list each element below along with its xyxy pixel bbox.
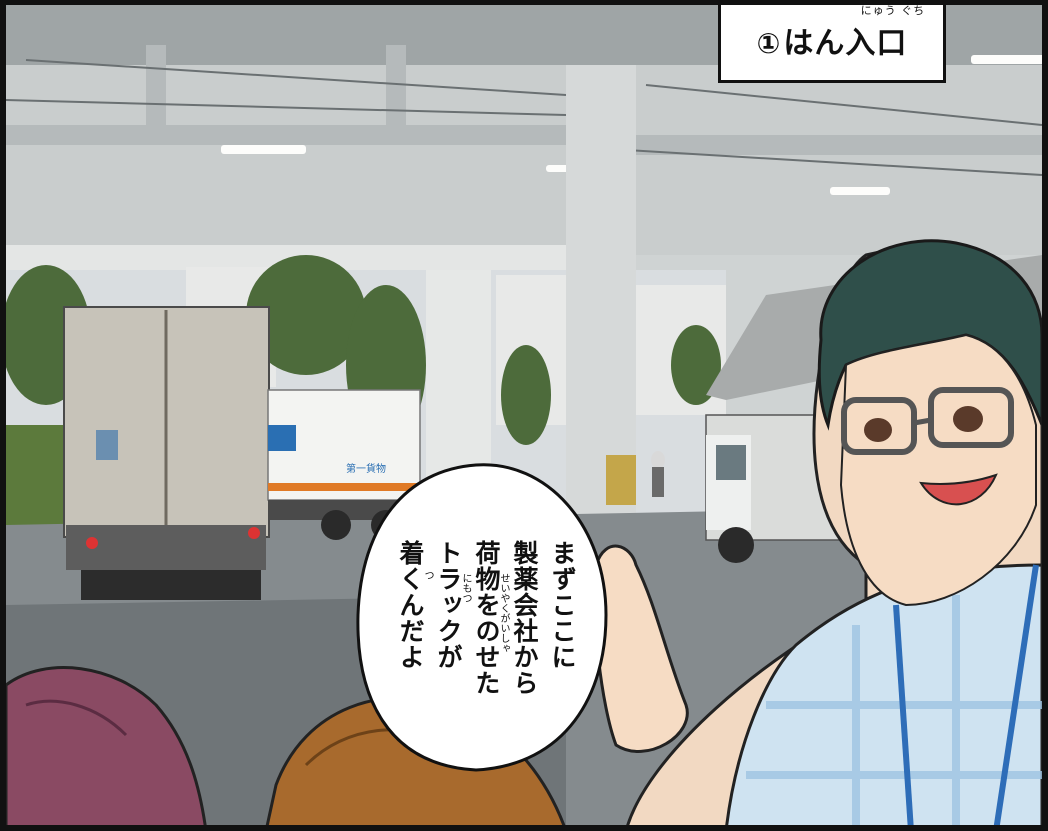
title: ① はん入口 にゅう ぐち bbox=[756, 5, 925, 62]
title-text: はん入口 bbox=[783, 25, 908, 61]
truck-logo-text: 第一貨物 bbox=[346, 462, 386, 475]
speech-text: まずここに 製薬会社から 荷物をのせた トラックが 着くんだよ bbox=[391, 540, 581, 755]
ceiling-lights bbox=[221, 55, 1042, 195]
title-number: ① bbox=[756, 26, 782, 60]
ruby-nimotsu: にもつ bbox=[460, 573, 471, 603]
speech-line-3: 荷物をのせた bbox=[472, 540, 501, 696]
title-box: ① はん入口 にゅう ぐち bbox=[718, 5, 946, 83]
speech-line-2: 製薬会社から bbox=[510, 540, 539, 696]
child-head-left bbox=[6, 666, 207, 825]
truck-rear bbox=[63, 306, 270, 600]
speech-bubble bbox=[356, 463, 608, 772]
speech-line-5: 着くんだよ bbox=[396, 540, 425, 670]
title-ruby: にゅう ぐち bbox=[860, 3, 926, 17]
ruby-seiyakugaisha: せいやくがいしゃ bbox=[498, 573, 509, 653]
staff-character bbox=[593, 239, 1042, 825]
ruby-tsu: つ bbox=[422, 570, 433, 580]
speech-line-1: まずここに bbox=[548, 540, 577, 670]
speech-line-4: トラックが bbox=[434, 540, 463, 670]
truck-white: 第一貨物 bbox=[267, 389, 421, 540]
